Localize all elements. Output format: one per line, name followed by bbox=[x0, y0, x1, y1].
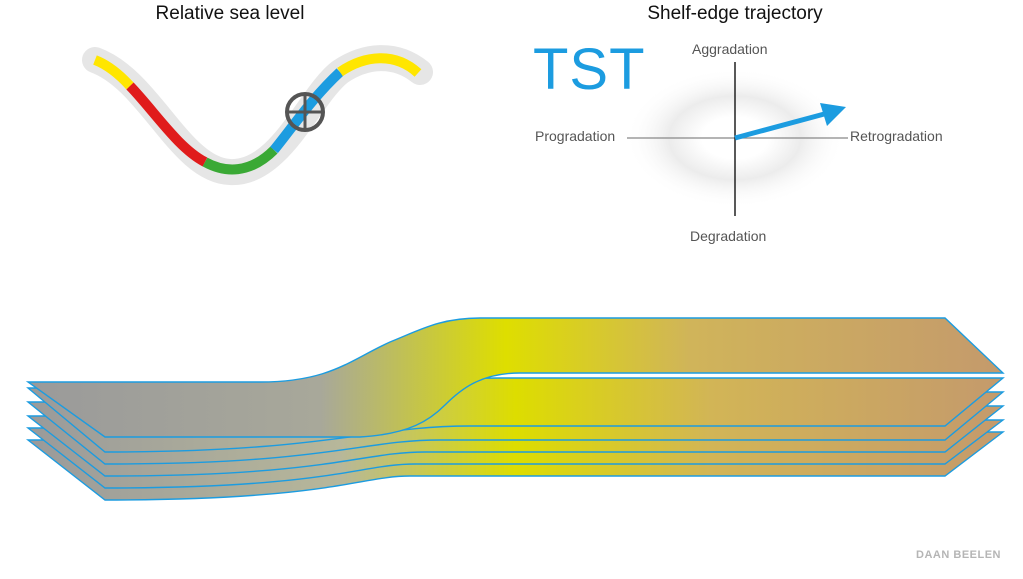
author-credit: DAAN BEELEN bbox=[916, 549, 1001, 561]
shelf-edge-title: Shelf-edge trajectory bbox=[647, 3, 823, 24]
stratigraphic-stack bbox=[25, 317, 1006, 501]
sea-level-title: Relative sea level bbox=[155, 3, 305, 24]
sea-level-yellow-right bbox=[337, 53, 422, 77]
sea-level-halo bbox=[82, 45, 433, 185]
axis-label-aggradation: Aggradation bbox=[692, 41, 768, 57]
crosshair-circle-icon bbox=[285, 92, 325, 132]
trajectory-arrow bbox=[734, 103, 846, 141]
axis-label-progradation: Progradation bbox=[535, 128, 616, 144]
sea-level-curve bbox=[82, 45, 433, 185]
sea-level-green bbox=[202, 146, 278, 175]
sea-level-yellow-left bbox=[93, 55, 134, 90]
strata-top-surface bbox=[25, 317, 1005, 438]
sea-level-red bbox=[126, 82, 208, 167]
axis-label-degradation: Degradation bbox=[690, 228, 767, 244]
systems-tract-label: TST bbox=[533, 37, 646, 102]
trajectory-diagram bbox=[625, 62, 848, 216]
axis-label-retrogradation: Retrogradation bbox=[850, 128, 943, 144]
